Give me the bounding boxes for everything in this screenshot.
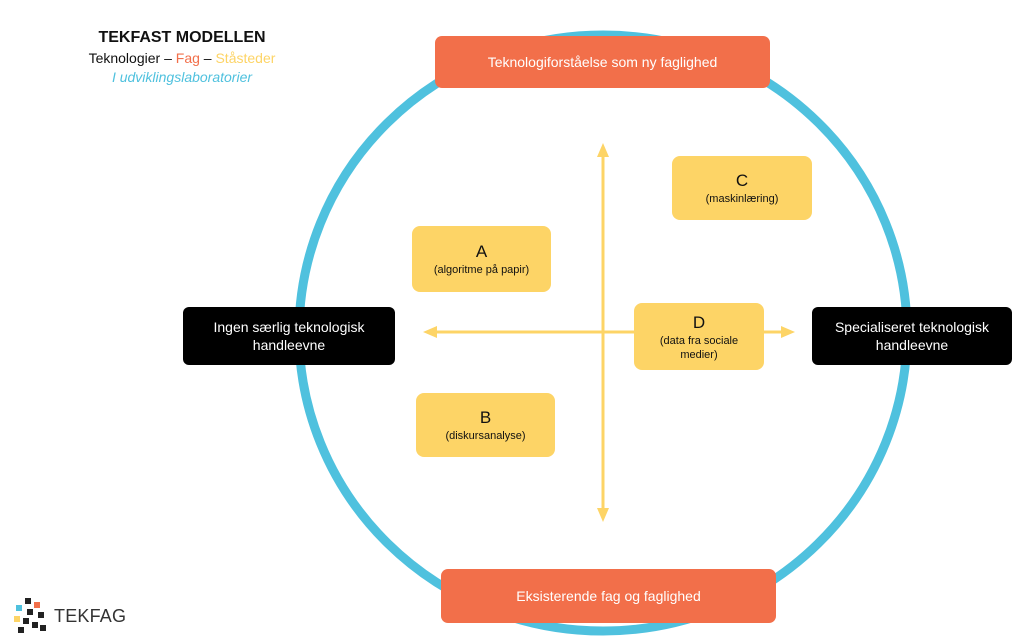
top-axis-text: Teknologiforståelse som ny faglighed <box>487 54 718 70</box>
tekfag-logo-text: TEKFAG <box>54 605 127 626</box>
subtitle-standpoints: Ståsteder <box>215 50 276 66</box>
quadrant-b-letter: B <box>479 408 492 427</box>
vertical-axis-arrow-down <box>597 508 609 522</box>
bottom-axis-text: Eksisterende fag og faglighed <box>516 588 701 604</box>
quadrant-c-desc: (maskinlæring) <box>705 193 779 205</box>
quadrant-d-desc: (data fra sociale medier) <box>659 334 739 361</box>
quadrant-box-c: C (maskinlæring) <box>672 156 812 220</box>
right-axis-text: Specialiseret teknologisk handleevne <box>834 319 990 353</box>
horizontal-axis-arrow-left <box>423 326 437 338</box>
quadrant-box-b: B (diskursanalyse) <box>416 393 555 457</box>
title-block: TEKFAST MODELLEN Teknologier – Fag – Stå… <box>62 28 302 86</box>
tekfag-logo-icon <box>14 598 46 633</box>
subtitle-subject: Fag <box>175 50 200 66</box>
right-axis-label: Specialiseret teknologisk handleevne <box>812 307 1012 365</box>
quadrant-box-a: A (algoritme på papir) <box>412 226 551 292</box>
bottom-axis-label: Eksisterende fag og faglighed <box>441 569 776 623</box>
quadrant-b-desc: (diskursanalyse) <box>445 430 526 442</box>
top-axis-label: Teknologiforståelse som ny faglighed <box>435 36 770 88</box>
left-axis-text: Ingen særlig teknologisk handleevne <box>213 319 365 353</box>
subtitle-sep-1: – <box>160 50 176 66</box>
vertical-axis-arrow-up <box>597 143 609 157</box>
quadrant-c-letter: C <box>735 171 749 190</box>
subtitle-line: Teknologier – Fag – Ståsteder <box>62 48 302 68</box>
horizontal-axis-arrow-right <box>781 326 795 338</box>
left-axis-label: Ingen særlig teknologisk handleevne <box>183 307 395 365</box>
subtitle-labs: I udviklingslaboratorier <box>111 69 253 85</box>
diagram-title: TEKFAST MODELLEN <box>98 29 266 46</box>
subtitle-sep-2: – <box>199 50 216 66</box>
subtitle-technologies: Teknologier <box>88 50 161 66</box>
quadrant-a-letter: A <box>475 242 488 261</box>
quadrant-a-desc: (algoritme på papir) <box>433 264 530 276</box>
quadrant-d-letter: D <box>692 312 706 332</box>
tekfag-logo: TEKFAG <box>10 596 126 636</box>
quadrant-box-d: D (data fra sociale medier) <box>634 303 764 370</box>
